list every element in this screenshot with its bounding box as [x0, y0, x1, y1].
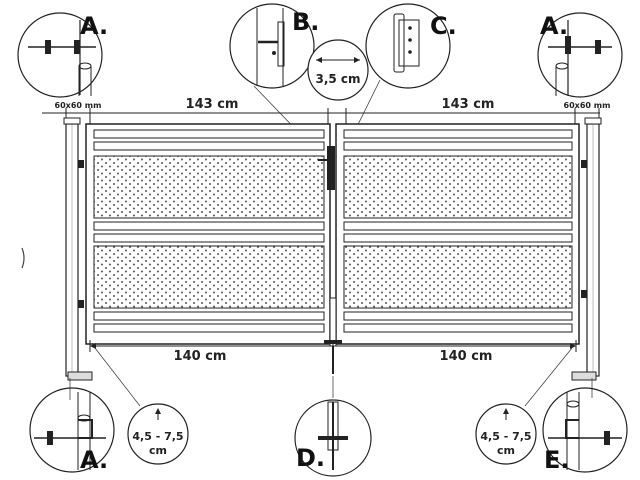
leaf-width-left-bottom: 140 cm: [174, 349, 227, 364]
detail-a-bottom-left: A.: [29, 387, 115, 474]
leaf-width-right-bottom: 140 cm: [440, 349, 493, 364]
leaf-width-right-top: 143 cm: [442, 97, 495, 112]
detail-a-top-left: A.: [17, 12, 108, 98]
clearance-value-right: 4,5 - 7,5: [480, 430, 531, 443]
detail-letter: D.: [296, 444, 325, 472]
gap-label: 3,5 cm: [315, 72, 360, 86]
post-size-right: 60x60 mm: [564, 101, 611, 110]
gate-leaf-right: [335, 123, 580, 345]
detail-letter: B.: [292, 8, 319, 36]
detail-a-top-right: A.: [537, 12, 623, 98]
ground-clearance-left: 4,5 - 7,5 cm: [127, 403, 189, 465]
drop-bolt-icon: [329, 297, 337, 347]
detail-letter: C.: [430, 12, 457, 40]
bottom-dimensions: 140 cm 140 cm: [89, 340, 577, 364]
lock-plate-icon: [277, 21, 285, 67]
post-right: [571, 117, 602, 381]
top-dimensions: 60x60 mm 60x60 mm 143 cm 143 cm: [42, 97, 610, 125]
lock-body-icon: [327, 146, 335, 190]
detail-letter: A.: [80, 446, 108, 474]
post-left: [63, 117, 93, 381]
clearance-value-left: 4,5 - 7,5: [132, 430, 183, 443]
leaf-width-left-top: 143 cm: [186, 97, 239, 112]
gap-dimension: 3,5 cm: [307, 39, 369, 101]
detail-letter: A.: [80, 12, 108, 40]
clearance-unit-right: cm: [497, 444, 515, 457]
ground-clearance-right: 4,5 - 7,5 cm: [475, 403, 537, 465]
post-size-left: 60x60 mm: [55, 101, 102, 110]
bolt-icon: [393, 13, 405, 73]
detail-d-drop-bolt: D.: [294, 399, 372, 477]
gate-leaf-left: [85, 123, 331, 345]
clearance-unit-left: cm: [149, 444, 167, 457]
detail-letter: A.: [540, 12, 568, 40]
detail-e-bottom-right: E.: [542, 387, 628, 474]
detail-letter: E.: [544, 446, 570, 474]
